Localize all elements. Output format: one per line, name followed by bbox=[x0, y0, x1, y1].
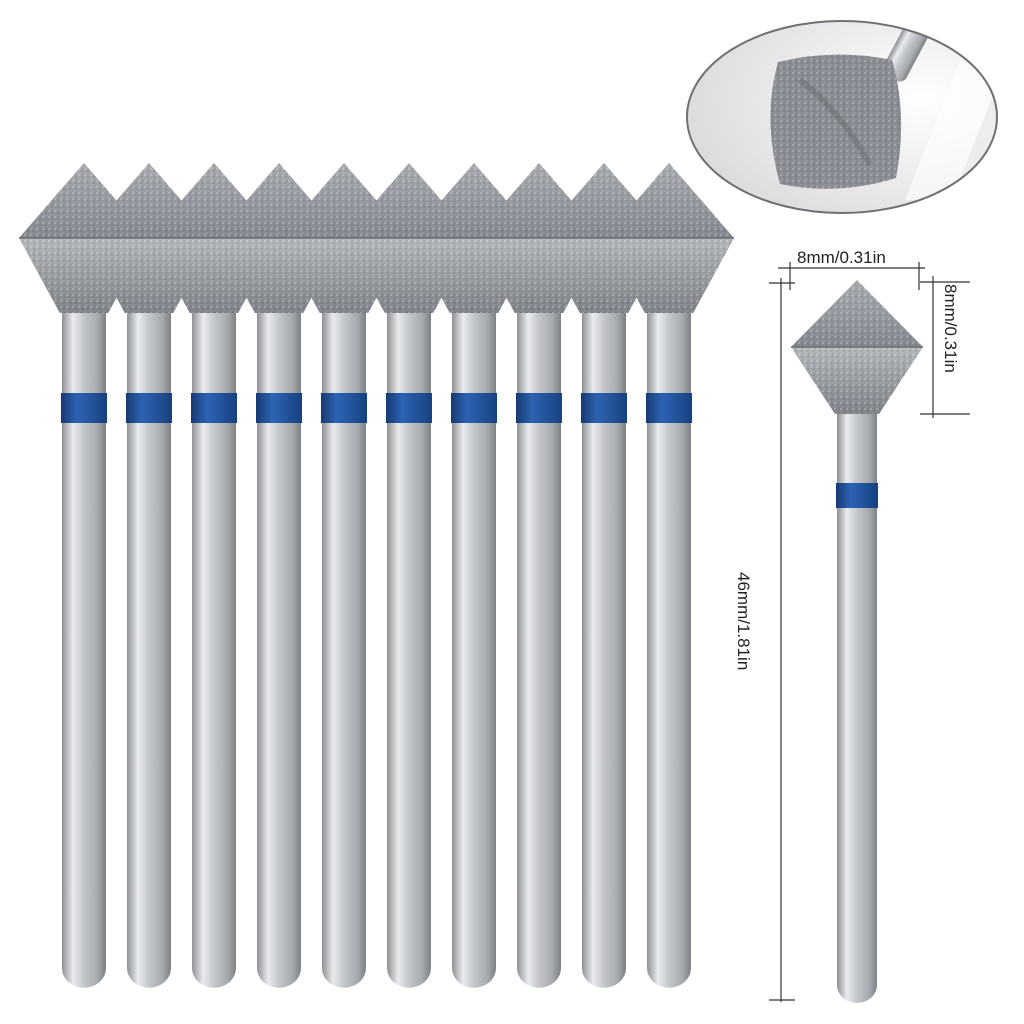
bur-shaft-tip bbox=[452, 948, 496, 988]
blue-grit-band bbox=[386, 393, 432, 423]
bur-set-row bbox=[19, 163, 734, 988]
blue-grit-band bbox=[321, 393, 367, 423]
blue-grit-band bbox=[256, 393, 302, 423]
bur-shaft-tip bbox=[127, 948, 171, 988]
bur-shaft-tip bbox=[582, 948, 626, 988]
bur-shaft-tip bbox=[387, 948, 431, 988]
blue-grit-band bbox=[836, 483, 878, 508]
blue-grit-band bbox=[191, 393, 237, 423]
bur-shaft-tip bbox=[257, 948, 301, 988]
total-length-label: 46mm/1.81in bbox=[734, 572, 753, 671]
dimension-diagram bbox=[769, 262, 970, 1003]
bur-shaft-tip bbox=[517, 948, 561, 988]
bur-shaft-tip bbox=[837, 967, 877, 1003]
blue-grit-band bbox=[451, 393, 497, 423]
blue-grit-band bbox=[646, 393, 692, 423]
blue-grit-band bbox=[516, 393, 562, 423]
head-width-label: 8mm/0.31in bbox=[797, 248, 886, 267]
single-bur bbox=[791, 280, 923, 1003]
bur-shaft-tip bbox=[62, 948, 106, 988]
diamond-bur bbox=[791, 280, 923, 1003]
blue-grit-band bbox=[126, 393, 172, 423]
detail-inset bbox=[686, 20, 998, 214]
blue-grit-band bbox=[61, 393, 107, 423]
diamond-bur bbox=[19, 163, 149, 988]
bur-shaft-tip bbox=[647, 948, 691, 988]
head-height-label: 8mm/0.31in bbox=[941, 284, 960, 373]
bur-shaft-tip bbox=[322, 948, 366, 988]
bur-shaft-tip bbox=[192, 948, 236, 988]
blue-grit-band bbox=[581, 393, 627, 423]
